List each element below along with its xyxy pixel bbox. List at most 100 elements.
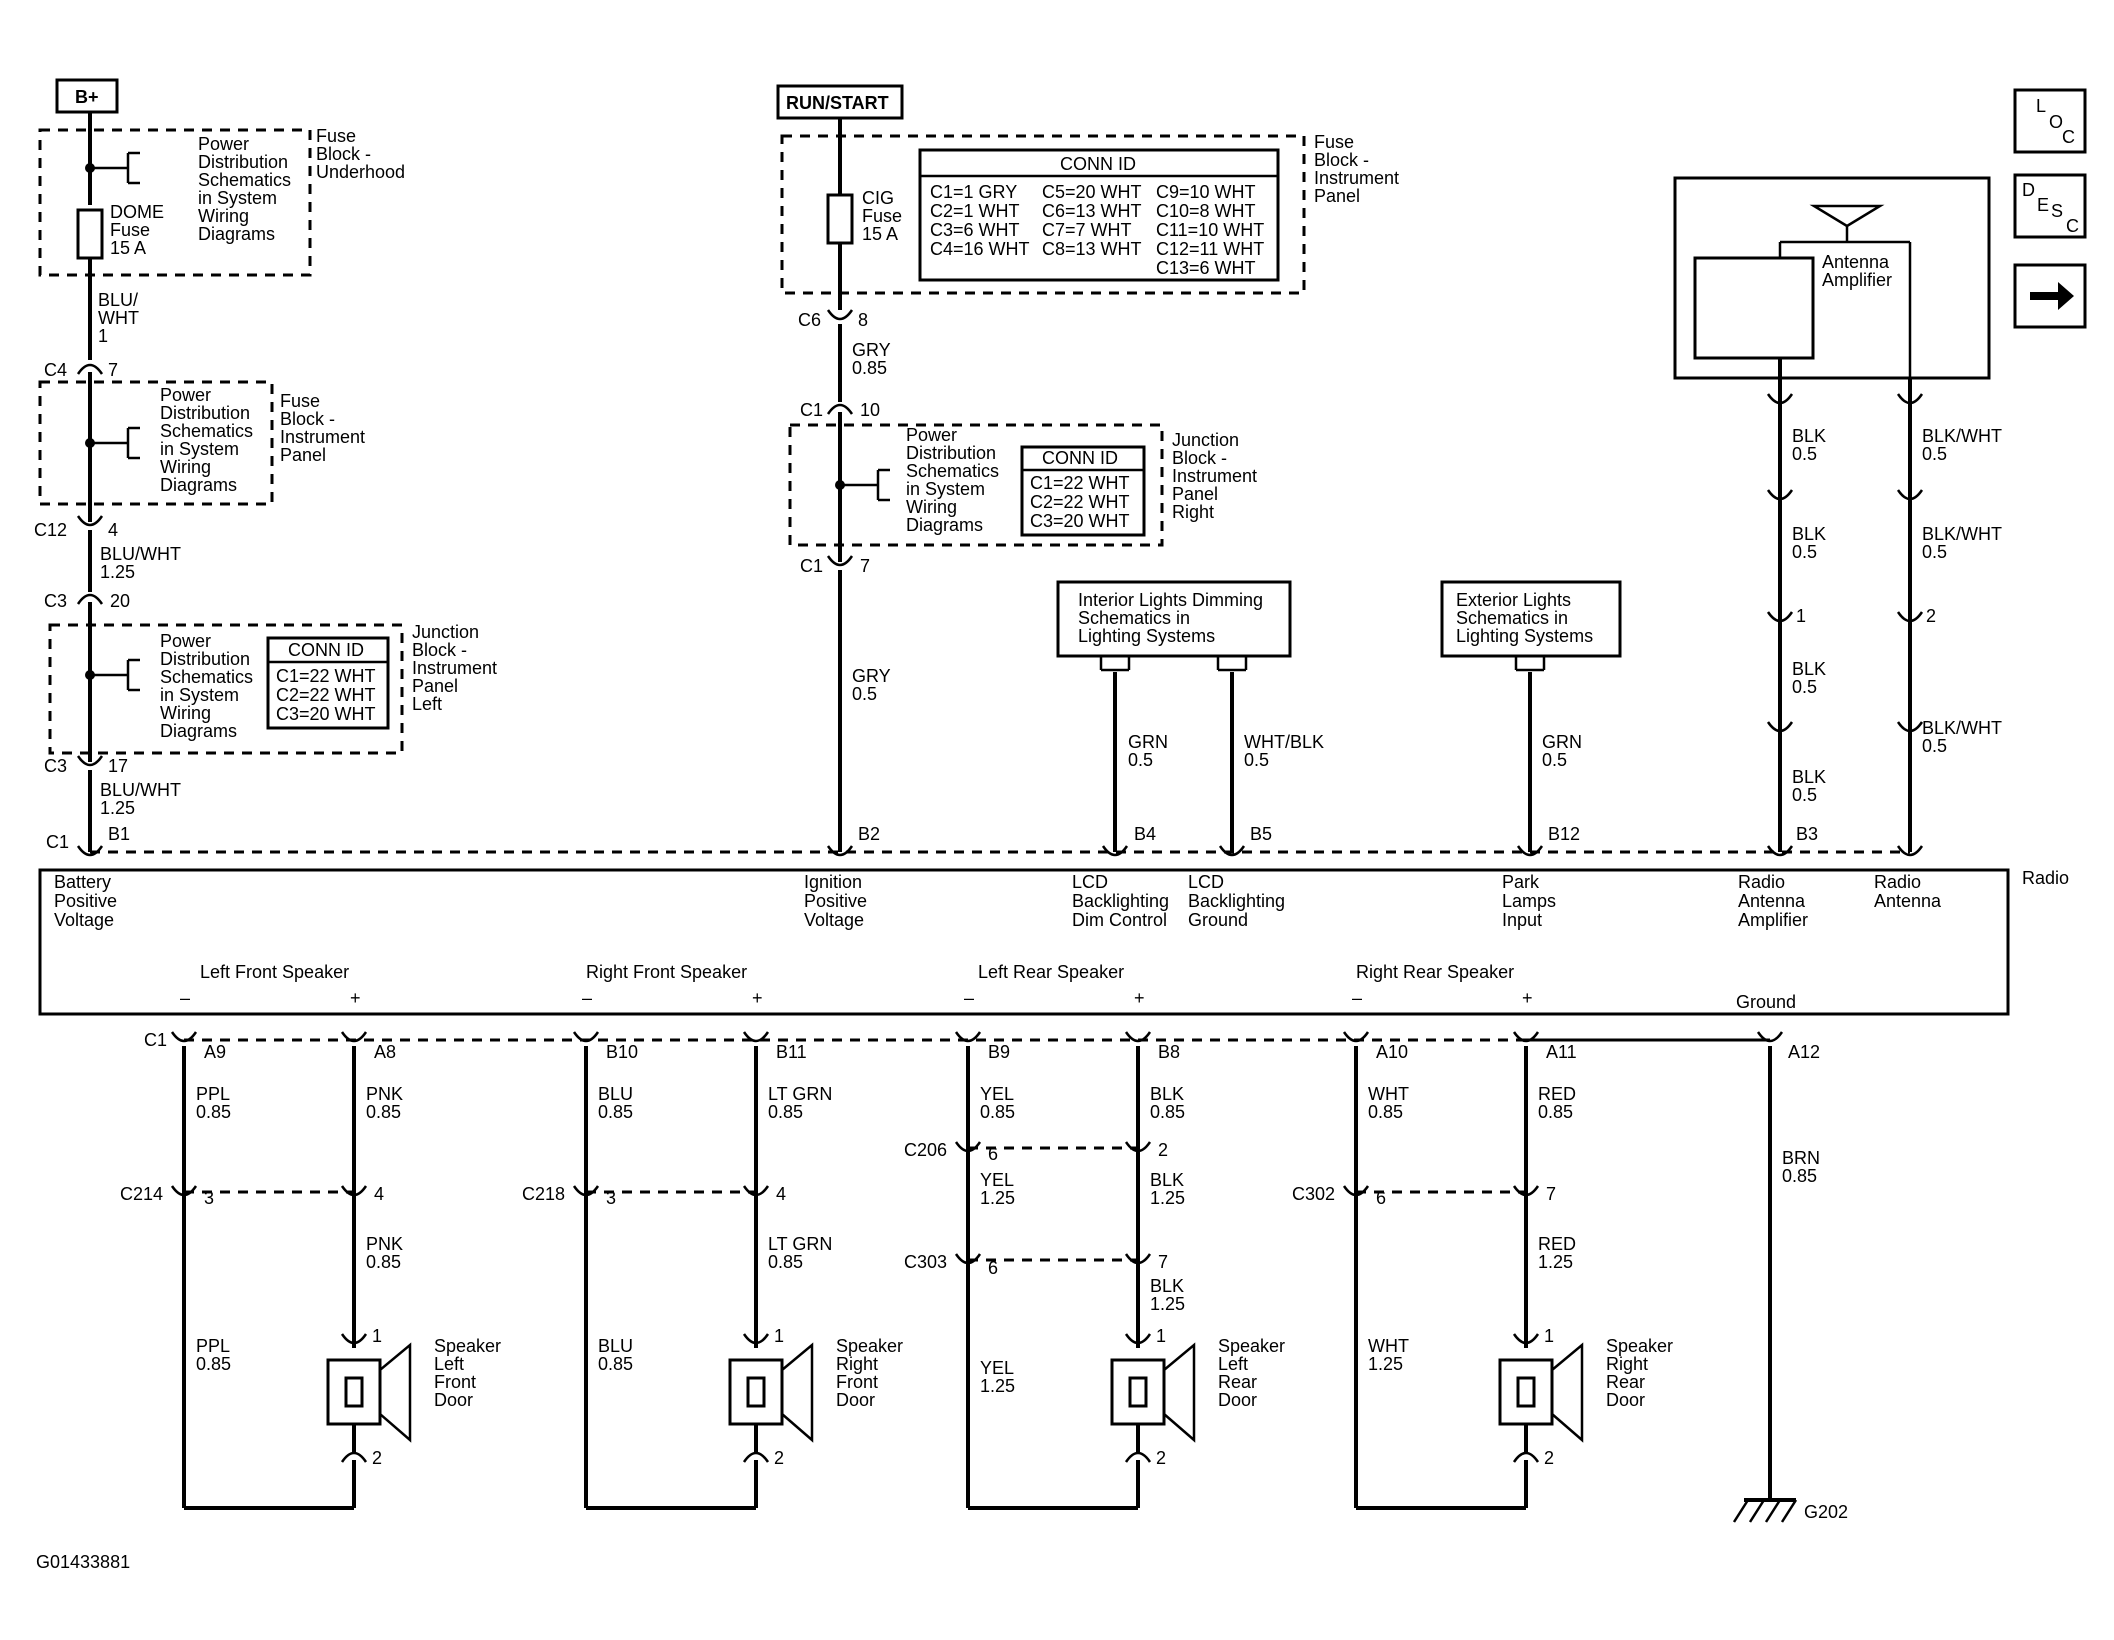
connector-label: C4 <box>44 360 67 380</box>
conn-id-entry: C13=6 WHT <box>1156 258 1256 278</box>
antenna-amplifier-label: Amplifier <box>1822 270 1892 290</box>
wire-label: LT GRN <box>768 1084 832 1104</box>
dome-fuse <box>76 208 104 260</box>
pin-label: 3 <box>606 1188 616 1208</box>
wire-label: 1.25 <box>1150 1188 1185 1208</box>
wire-label: 0.85 <box>852 358 887 378</box>
connector-label: C1 <box>800 400 823 420</box>
pin-label: 2 <box>372 1448 382 1468</box>
pin-label: 1 <box>1544 1326 1554 1346</box>
pin-label: 7 <box>1546 1184 1556 1204</box>
speaker-coil <box>746 1376 766 1408</box>
power-dist-text: Wiring <box>160 703 211 723</box>
ant-connector <box>1896 721 1924 733</box>
plus-sign: + <box>1134 988 1145 1008</box>
wire-label: PPL <box>196 1336 230 1356</box>
ground-icon <box>1780 1499 1798 1523</box>
wire-label: YEL <box>980 1358 1014 1378</box>
radio-function-label: Radio <box>1738 872 1785 892</box>
connector-label: C3 <box>44 591 67 611</box>
power-dist-text: Distribution <box>160 649 250 669</box>
connector-label: C1 <box>800 556 823 576</box>
pin-label: 1 <box>1156 1326 1166 1346</box>
conn-id-box-right <box>1020 445 1146 537</box>
connector-label: C6 <box>798 310 821 330</box>
fuse-block-ip-label: Panel <box>1314 186 1360 206</box>
inline-connector <box>742 1185 770 1197</box>
connector-c1-10 <box>826 403 854 415</box>
wire-label: WHT <box>1368 1084 1409 1104</box>
radio-pin-label: B10 <box>606 1042 638 1062</box>
ground-pin-connector <box>1756 1031 1784 1043</box>
radio-function-label: Voltage <box>804 910 864 930</box>
wire-label: BLK <box>1792 659 1826 679</box>
desc-button[interactable] <box>2013 173 2087 239</box>
radio-pin-connector <box>76 845 104 857</box>
speaker-name: Door <box>836 1390 875 1410</box>
wire-label: 0.85 <box>598 1354 633 1374</box>
speaker-coil <box>1516 1376 1536 1408</box>
power-dist-text: Distribution <box>198 152 288 172</box>
conn-id-entry: C1=22 WHT <box>1030 473 1130 493</box>
power-dist-text: Schematics <box>160 667 253 687</box>
junction-block-label: Instrument <box>412 658 497 678</box>
inline-connector <box>1124 1141 1152 1153</box>
wire-label: 0.85 <box>1368 1102 1403 1122</box>
junction-block-label: Block - <box>1172 448 1227 468</box>
radio-pin-connector <box>826 845 854 857</box>
conn-id-entry: C12=11 WHT <box>1156 239 1264 259</box>
radio-pin-label: B4 <box>1134 824 1156 844</box>
amp-connector <box>1766 611 1794 623</box>
speaker-name: Rear <box>1218 1372 1257 1392</box>
connector-label: C206 <box>904 1140 947 1160</box>
radio-function-label: Ignition <box>804 872 862 892</box>
pin-label: 2 <box>1158 1140 1168 1160</box>
ground-icon <box>1732 1499 1750 1523</box>
radio-function-label: Antenna <box>1738 891 1806 911</box>
pin-label: 7 <box>108 360 118 380</box>
junction-block-label: Junction <box>412 622 479 642</box>
wire-label: GRN <box>1128 732 1168 752</box>
fuse-block-underhood-label: Fuse <box>316 126 356 146</box>
power-dist-text: Power <box>198 134 249 154</box>
junction-block-right <box>788 423 1164 547</box>
speaker-group-label: Left Front Speaker <box>200 962 349 982</box>
wire-label: GRY <box>852 666 891 686</box>
wire-label: WHT/BLK <box>1244 732 1324 752</box>
speaker-group-label: Right Rear Speaker <box>1356 962 1514 982</box>
speaker-pin-connector <box>572 1031 600 1043</box>
conn-id-entry: C11=10 WHT <box>1156 220 1264 240</box>
dome-fuse-label: DOME <box>110 202 164 222</box>
wire-label: 1.25 <box>100 798 135 818</box>
connector-label: C302 <box>1292 1184 1335 1204</box>
junction-block-label: Right <box>1172 502 1214 522</box>
conn-id-title: CONN ID <box>1042 448 1118 468</box>
radio-pin-connector <box>1218 845 1246 857</box>
connector-label: C218 <box>522 1184 565 1204</box>
pin-label: 2 <box>1926 606 1936 626</box>
junction-block-left <box>48 623 404 755</box>
speaker-terminal <box>340 1333 368 1345</box>
junction-block-label: Panel <box>1172 484 1218 504</box>
radio-pin-connector <box>1896 845 1924 857</box>
desc-letter: E <box>2037 195 2049 215</box>
conn-id-box-left <box>266 636 390 730</box>
power-dist-text: in System <box>906 479 985 499</box>
wire-label: YEL <box>980 1170 1014 1190</box>
power-dist-text: Diagrams <box>198 224 275 244</box>
speaker-terminal <box>1512 1451 1540 1463</box>
radio-pin-label: B1 <box>108 824 130 844</box>
speaker-pin-connector <box>954 1031 982 1043</box>
loc-button[interactable] <box>2013 88 2087 154</box>
power-dist-text: Wiring <box>906 497 957 517</box>
wire-label: 0.85 <box>768 1252 803 1272</box>
inline-connector <box>572 1185 600 1197</box>
radio-pin-label: A12 <box>1788 1042 1820 1062</box>
radio-pin-connector <box>1516 845 1544 857</box>
connector-c1-7 <box>826 555 854 567</box>
power-dist-text: Wiring <box>160 457 211 477</box>
pin-label: 8 <box>858 310 868 330</box>
radio-pin-label: B8 <box>1158 1042 1180 1062</box>
wire-label: GRN <box>1542 732 1582 752</box>
speaker-terminal <box>1124 1451 1152 1463</box>
